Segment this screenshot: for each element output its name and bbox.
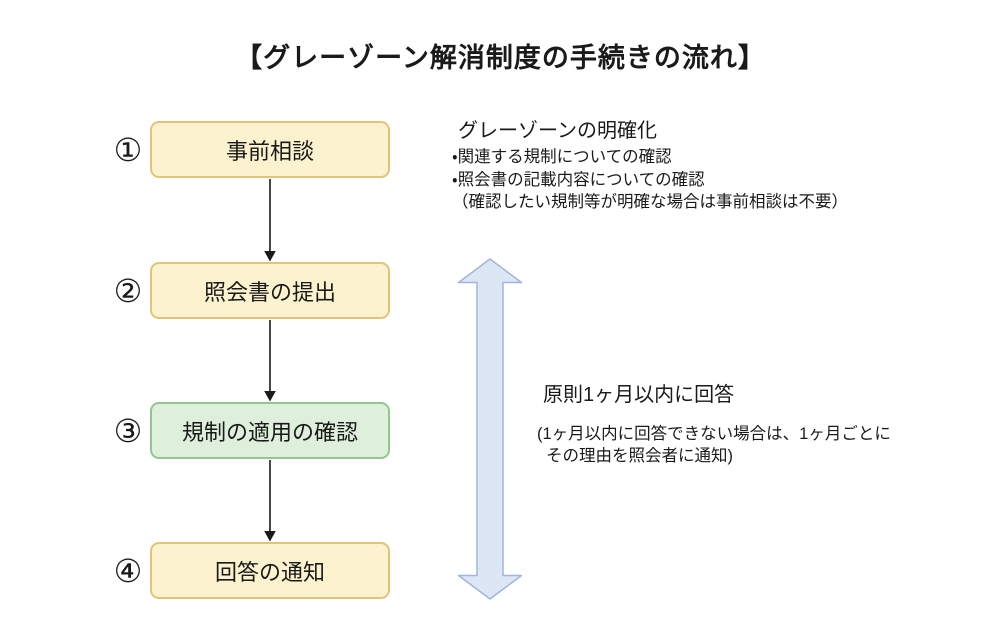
step-box-answer-notification: 回答の通知 bbox=[150, 542, 390, 599]
response-heading: 原則1ヶ月以内に回答 bbox=[543, 384, 735, 406]
duration-double-arrow-icon bbox=[457, 258, 523, 600]
step-box-label: 事前相談 bbox=[225, 138, 314, 164]
step-number-2: ② bbox=[113, 272, 143, 309]
clarification-details: ・関連する規制についての確認 ・照会書の記載内容についての確認 （確認したい規制… bbox=[452, 146, 848, 214]
step-box-prior-consultation: 事前相談 bbox=[150, 121, 390, 178]
step-box-inquiry-submission: 照会書の提出 bbox=[150, 262, 390, 319]
step-number-3: ③ bbox=[113, 412, 143, 449]
clarification-note: （確認したい規制等が明確な場合は事前相談は不要） bbox=[452, 193, 848, 211]
step-box-label: 照会書の提出 bbox=[203, 279, 336, 305]
response-note-line-2: その理由を照会者に通知) bbox=[546, 446, 733, 465]
response-note-line-1: (1ヶ月以内に回答できない場合は、1ヶ月ごとに bbox=[537, 425, 891, 443]
down-arrow-1 bbox=[264, 179, 276, 262]
step-box-label: 規制の適用の確認 bbox=[181, 419, 358, 445]
step-number-4: ④ bbox=[113, 552, 143, 589]
clarification-heading: グレーゾーンの明確化 bbox=[458, 120, 657, 142]
down-arrow-2 bbox=[264, 320, 276, 402]
clarification-bullet-1: ・関連する規制についての確認 bbox=[452, 148, 672, 166]
response-note: (1ヶ月以内に回答できない場合は、1ヶ月ごとに その理由を照会者に通知) bbox=[537, 424, 891, 467]
step-box-regulation-check: 規制の適用の確認 bbox=[150, 402, 390, 459]
step-box-label: 回答の通知 bbox=[214, 559, 325, 585]
clarification-bullet-2: ・照会書の記載内容についての確認 bbox=[452, 170, 705, 189]
down-arrow-3 bbox=[264, 460, 276, 542]
diagram-title: 【グレーゾーン解消制度の手続きの流れ】 bbox=[235, 43, 766, 73]
step-number-1: ① bbox=[113, 131, 143, 168]
